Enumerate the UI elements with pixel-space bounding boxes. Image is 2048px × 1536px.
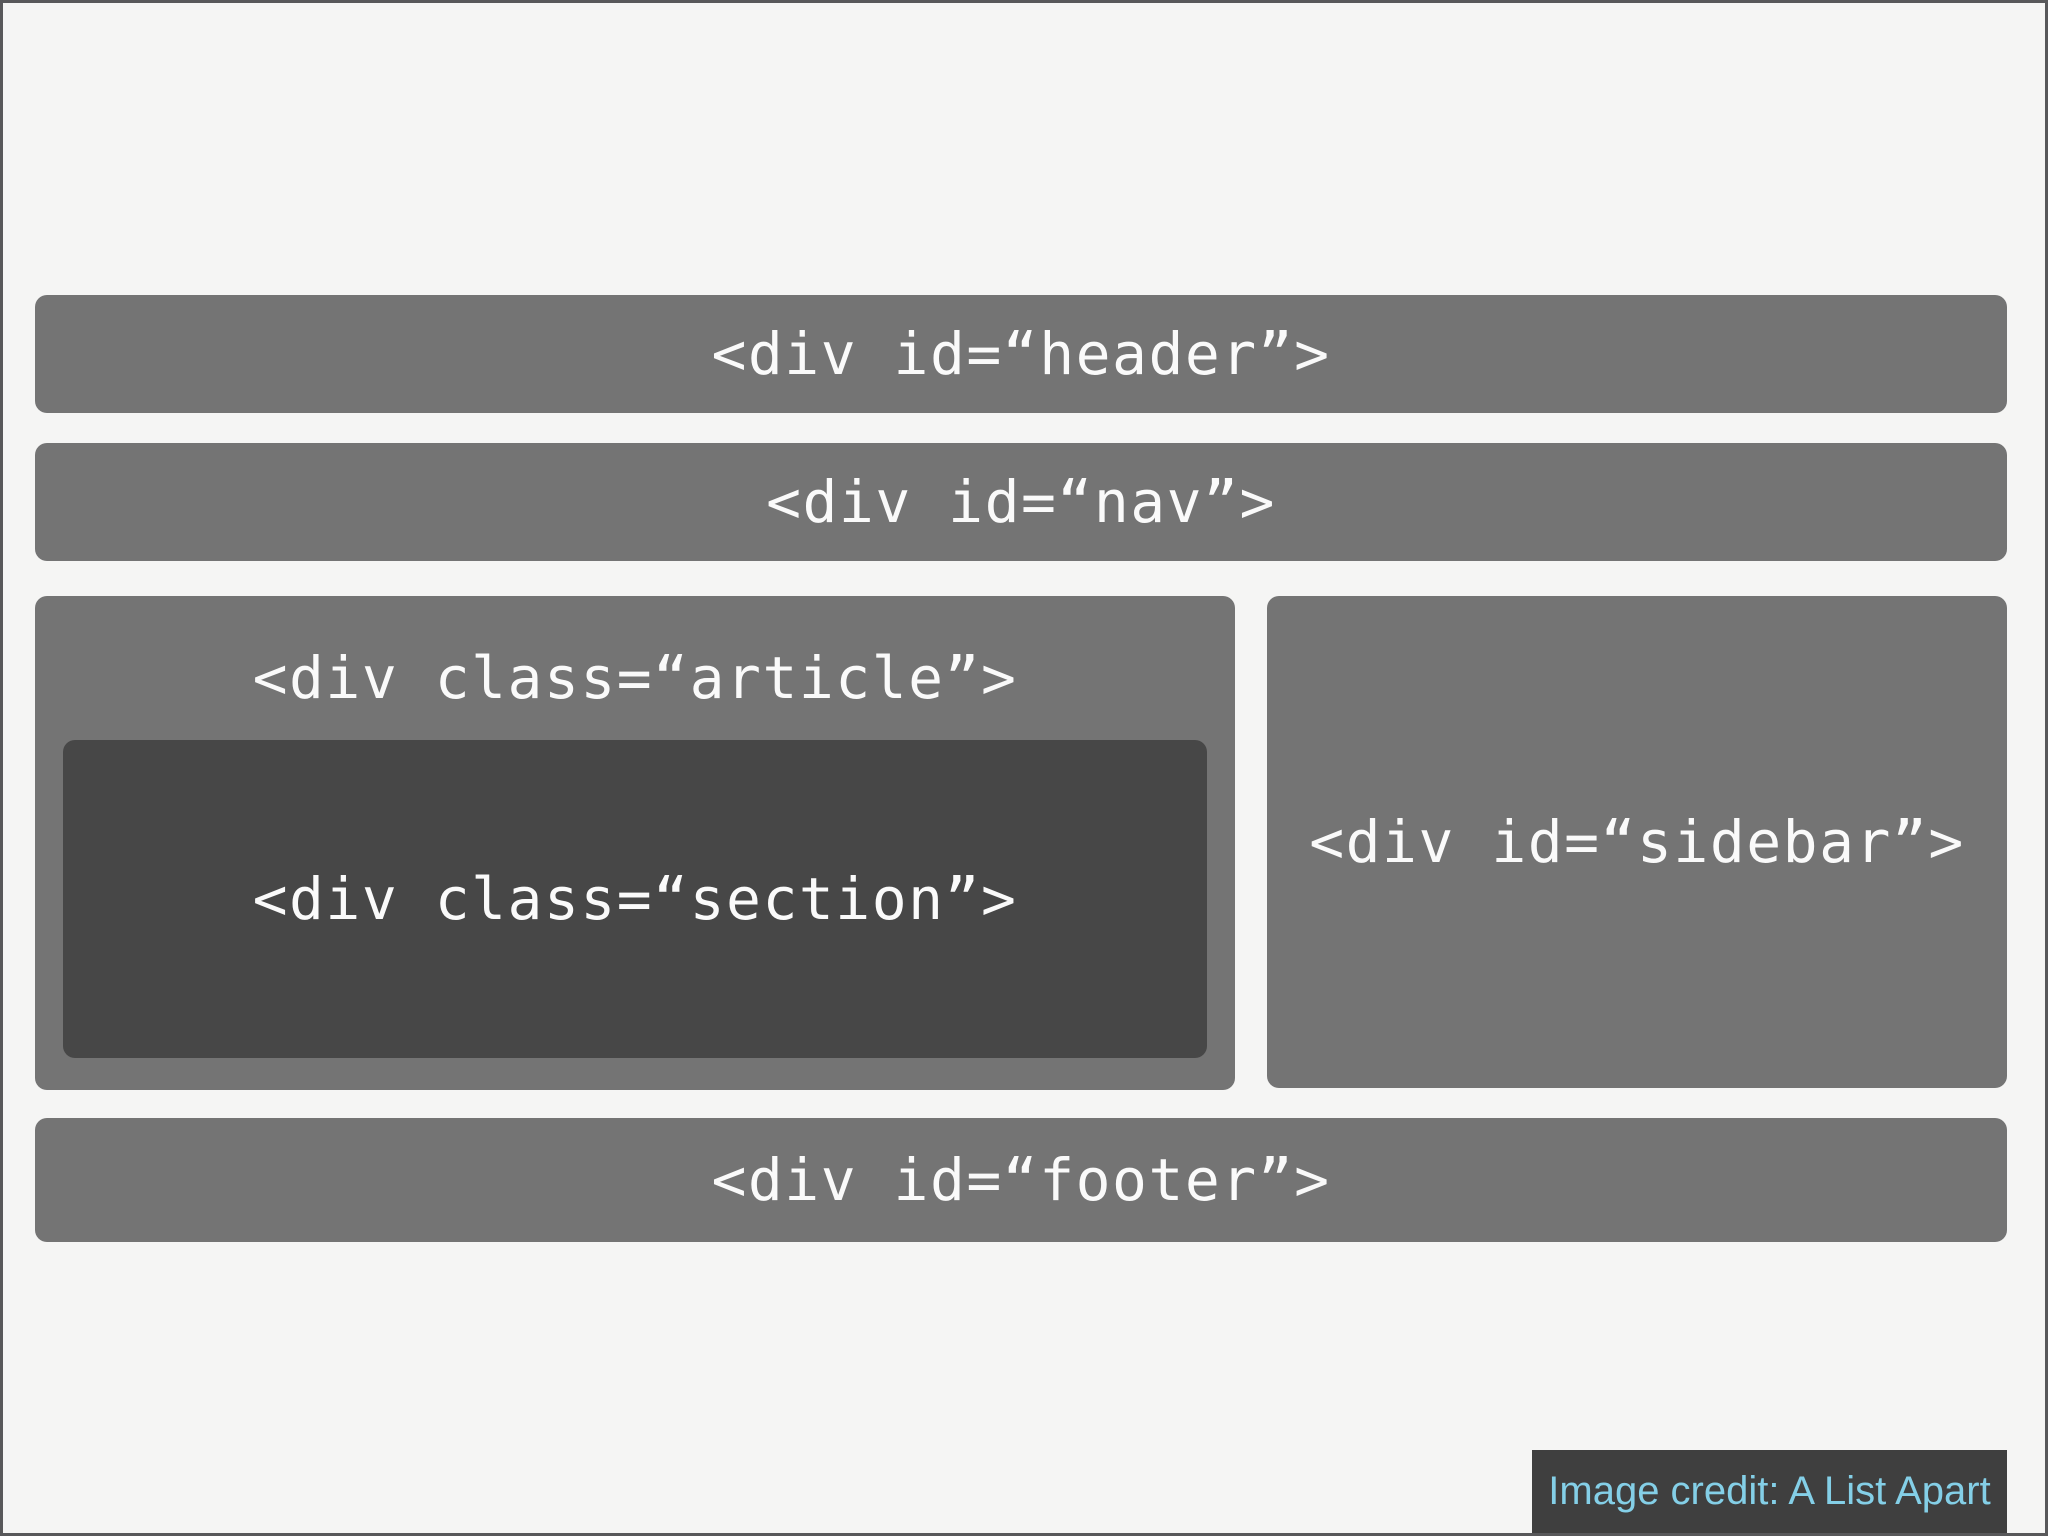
diagram-box-sidebar: <div id=“sidebar”>: [1267, 596, 2007, 1088]
diagram-box-footer: <div id=“footer”>: [35, 1118, 2007, 1242]
section-box-label: <div class=“section”>: [252, 865, 1018, 933]
header-box-label: <div id=“header”>: [711, 320, 1331, 388]
diagram-box-header: <div id=“header”>: [35, 295, 2007, 413]
sidebar-box-label: <div id=“sidebar”>: [1309, 808, 1965, 876]
article-box-label: <div class=“article”>: [252, 644, 1018, 712]
nav-box-label: <div id=“nav”>: [766, 468, 1276, 536]
image-credit-badge: Image credit: A List Apart: [1532, 1450, 2007, 1533]
diagram-box-nav: <div id=“nav”>: [35, 443, 2007, 561]
footer-box-label: <div id=“footer”>: [711, 1146, 1331, 1214]
image-credit-text: Image credit: A List Apart: [1548, 1469, 1991, 1513]
diagram-box-article: <div class=“article”> <div class=“sectio…: [35, 596, 1235, 1090]
diagram-box-section: <div class=“section”>: [63, 740, 1207, 1058]
